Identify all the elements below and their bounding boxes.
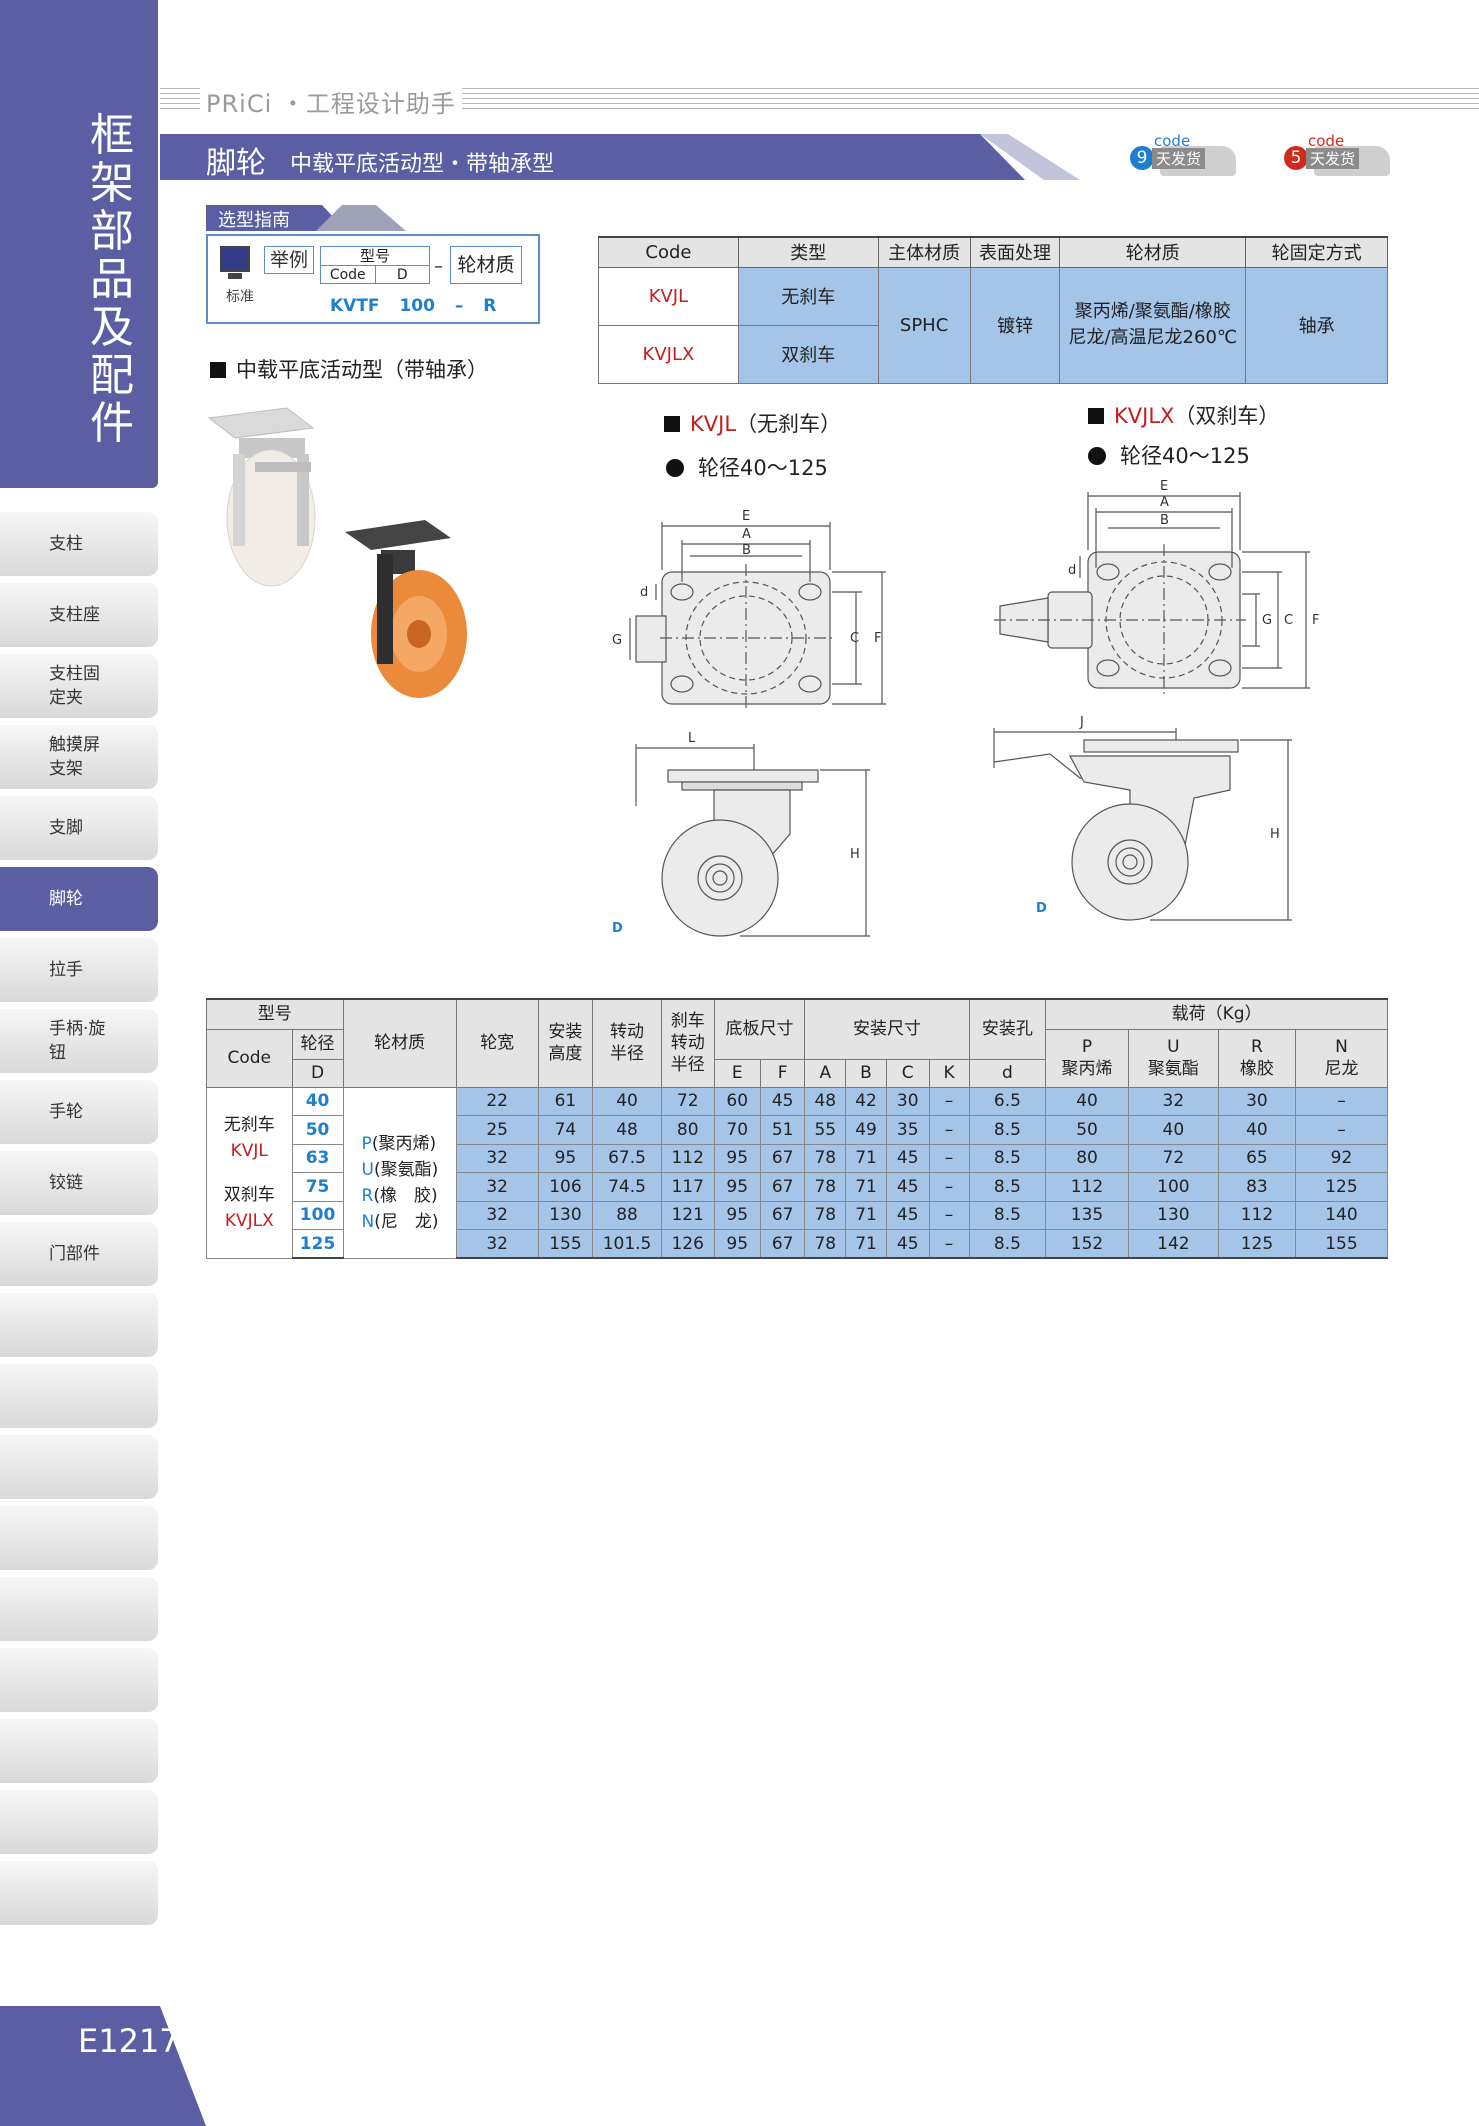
svg-text:d: d [1068, 563, 1076, 578]
orange-caster-photo [345, 520, 467, 698]
svg-text:C: C [1284, 613, 1293, 628]
guide-material-box: 轮材质 [450, 246, 522, 284]
title-bar [160, 134, 1025, 180]
sidebar: 框架部品及配件 支柱支柱座支柱固定夹触摸屏支架支脚脚轮拉手手柄·旋钮手轮铰链门部… [0, 0, 206, 2126]
svg-text:H: H [1270, 827, 1280, 842]
guide-dash: – [434, 256, 443, 277]
nav-tab-empty[interactable] [0, 1506, 158, 1570]
svg-text:G: G [1262, 613, 1272, 628]
type-table: Code 类型 主体材质 表面处理 轮材质 轮固定方式 KVJL 无刹车 SPH… [598, 236, 1388, 384]
page-title: 脚轮 [206, 146, 266, 181]
guide-example-label: 举例 [264, 246, 314, 274]
days-number: 9 [1130, 146, 1154, 170]
guide-standard-label: 标准 [226, 289, 254, 305]
drawing-heading-kvjlx: KVJLX（双刹车） [1088, 400, 1279, 430]
svg-text:J: J [1079, 715, 1084, 730]
kvjl-drawing: E A B C F G d L H D [612, 509, 886, 937]
category-panel [0, 0, 158, 488]
kvjlx-drawing: E A B G C F d J H D [993, 479, 1319, 921]
svg-text:D: D [1036, 901, 1047, 916]
brand-name: PRiCi ・工程设计助手 [200, 84, 462, 119]
drawing-range-kvjl: 轮径40～125 [666, 452, 828, 482]
nav-tab-empty[interactable] [0, 1719, 158, 1783]
svg-text:B: B [1160, 513, 1169, 528]
page-number: E1217 [78, 2022, 180, 2060]
nav-tab-1[interactable]: 支柱座 [0, 583, 158, 647]
table-row: KVJL 无刹车 SPHC 镀锌 聚丙烯/聚氨酯/橡胶 尼龙/高温尼龙260℃ … [598, 266, 1388, 384]
table-row: KVJLX 双刹车 [598, 324, 1388, 384]
caster-photos [207, 407, 467, 698]
white-caster-photo [207, 407, 316, 587]
guide-label: 选型指南 [218, 210, 290, 231]
svg-text:d: d [640, 585, 648, 600]
svg-text:E: E [742, 509, 750, 524]
guide-example-code: KVTF 100 – R [330, 296, 497, 316]
svg-text:G: G [612, 633, 622, 648]
nav-tab-8[interactable]: 手轮 [0, 1080, 158, 1144]
drawing-range-kvjlx: 轮径40～125 [1088, 440, 1250, 470]
nav-tab-empty[interactable] [0, 1293, 158, 1357]
delivery-badge-9: code 9 天发货 [1130, 132, 1240, 182]
nav-tab-5[interactable]: 脚轮 [0, 867, 158, 931]
nav-tab-empty[interactable] [0, 1648, 158, 1712]
svg-text:L: L [688, 731, 696, 746]
nav-tab-empty[interactable] [0, 1435, 158, 1499]
page-subtitle: 中载平底活动型・带轴承型 [290, 152, 555, 177]
svg-text:A: A [742, 527, 751, 542]
svg-text:A: A [1160, 495, 1169, 510]
svg-text:H: H [850, 847, 860, 862]
nav-tab-empty[interactable] [0, 1364, 158, 1428]
nav-tab-2[interactable]: 支柱固定夹 [0, 654, 158, 718]
spec-table: 型号 轮材质 轮宽 安装 高度 转动 半径 刹车 转动 半径 底板尺寸 安装尺寸… [206, 998, 1389, 1259]
drawing-heading-kvjl: KVJL（无刹车） [664, 408, 841, 438]
nav-tab-7[interactable]: 手柄·旋钮 [0, 1009, 158, 1073]
guide-box [206, 234, 540, 324]
svg-text:F: F [874, 631, 881, 646]
svg-text:F: F [1312, 613, 1319, 628]
nav-tab-3[interactable]: 触摸屏支架 [0, 725, 158, 789]
monitor-icon [220, 246, 250, 272]
nav-tab-empty[interactable] [0, 1577, 158, 1641]
nav-tab-9[interactable]: 铰链 [0, 1151, 158, 1215]
brand-rule [160, 86, 1479, 110]
nav-tab-10[interactable]: 门部件 [0, 1222, 158, 1286]
nav-tab-empty[interactable] [0, 1790, 158, 1854]
nav-tab-6[interactable]: 拉手 [0, 938, 158, 1002]
nav-tab-empty[interactable] [0, 1861, 158, 1925]
delivery-badge-5: code 5 天发货 [1284, 132, 1394, 182]
svg-text:B: B [742, 543, 751, 558]
nav-tab-4[interactable]: 支脚 [0, 796, 158, 860]
svg-text:D: D [612, 921, 623, 936]
svg-text:C: C [850, 631, 859, 646]
product-heading: 中载平底活动型（带轴承） [210, 354, 488, 384]
guide-tab [206, 205, 406, 231]
monitor-stand-icon [228, 273, 242, 279]
days-number: 5 [1284, 146, 1308, 170]
material-cell: P(聚丙烯)U(聚氨酯)R(橡 胶)N(尼 龙) [342, 1086, 457, 1259]
svg-text:E: E [1160, 479, 1168, 494]
category-title: 框架部品及配件 [90, 110, 134, 449]
nav-tab-0[interactable]: 支柱 [0, 512, 158, 576]
